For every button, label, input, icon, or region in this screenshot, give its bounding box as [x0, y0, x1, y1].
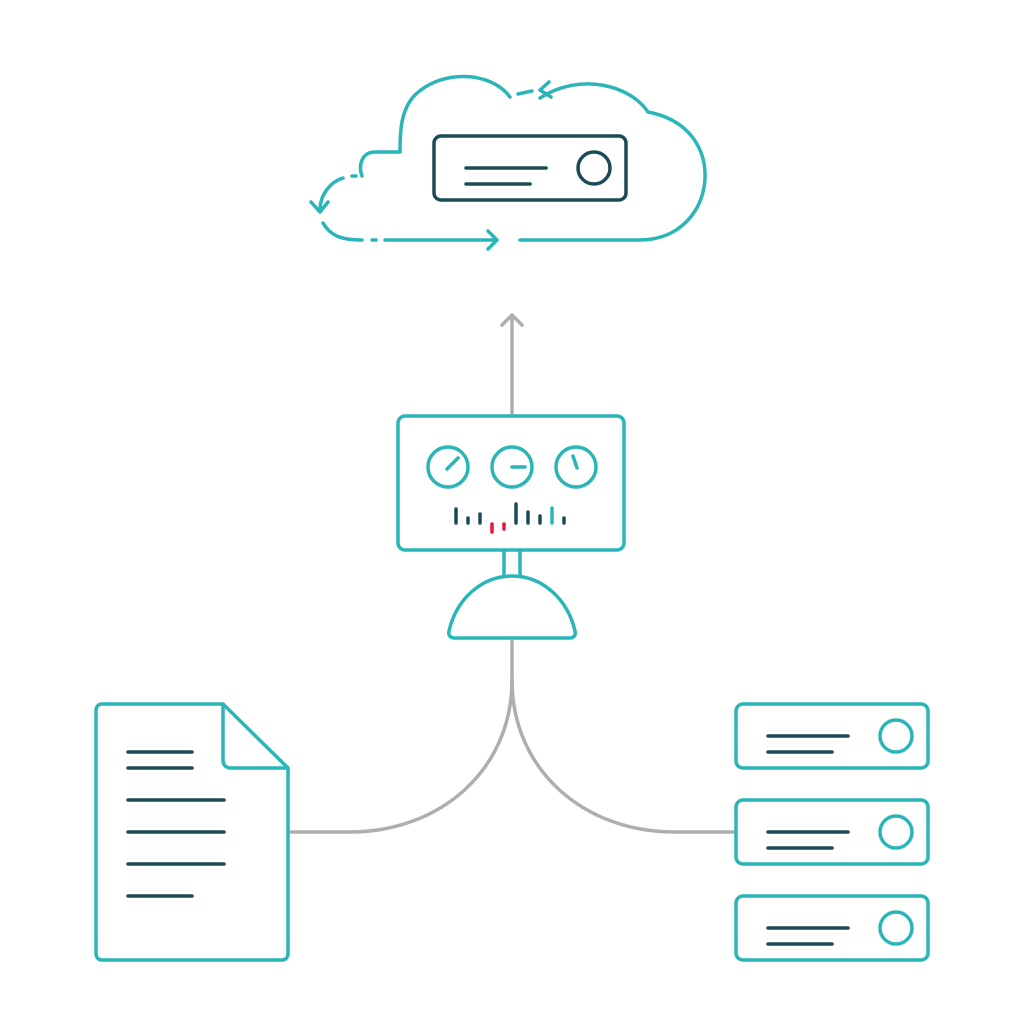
dome	[447, 574, 577, 640]
server-indicator-icon	[576, 150, 612, 186]
cloud-dash	[516, 89, 534, 96]
server-icon	[734, 702, 930, 770]
cloud-arrow-head-top	[538, 80, 553, 99]
gauge-icon	[554, 445, 598, 489]
gauge-icon	[426, 445, 470, 489]
connector-to-servers	[510, 678, 736, 834]
monitoring-panel-icon	[396, 414, 626, 552]
cloud-arrow-head-left	[309, 200, 330, 214]
cloud-outline	[518, 82, 707, 242]
panel-body	[396, 414, 626, 552]
server-icon	[734, 798, 930, 866]
cloud-return-curve	[318, 176, 345, 212]
cloud-bottom-curve	[321, 221, 364, 242]
signal-bars-icon	[454, 502, 566, 534]
document-fold	[221, 702, 290, 770]
dome-connector-icon	[447, 549, 577, 640]
up-arrow-head	[500, 313, 524, 327]
up-arrow-icon	[500, 313, 524, 416]
server-rack-icon	[734, 702, 930, 962]
document-icon	[94, 702, 290, 962]
cloud-arrow-head-bottom	[486, 229, 499, 251]
server-icon	[734, 894, 930, 962]
cloud-outline-left	[358, 74, 512, 178]
connector-to-document	[289, 678, 514, 834]
document-body	[94, 702, 290, 962]
connector-lines	[289, 639, 736, 834]
gauge-icon	[490, 445, 534, 489]
cloud-icon	[309, 74, 707, 251]
cloud-server-body	[432, 134, 628, 202]
cloud-server-icon	[432, 134, 628, 202]
